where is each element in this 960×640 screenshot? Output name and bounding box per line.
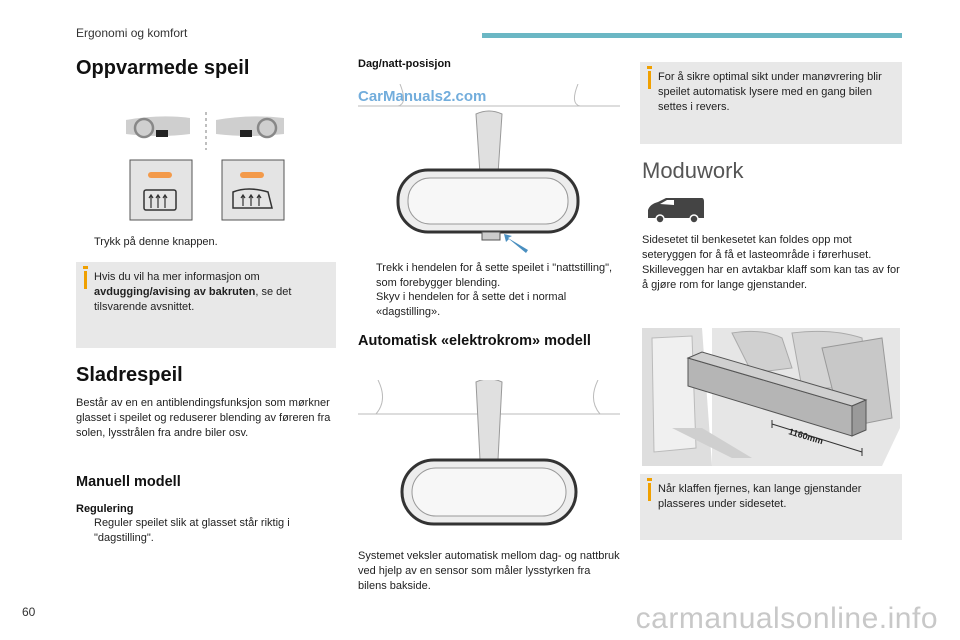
watermark-carmanualsonline: carmanualsonline.info <box>635 602 938 635</box>
windscreen-defrost-button <box>221 159 285 221</box>
header-accent-bar <box>482 33 902 38</box>
moduwork-title: Moduwork <box>642 158 744 183</box>
watermark-carmanuals: CarManuals2.com <box>358 88 487 105</box>
info-box-long-items: Når klaffen fjernes, kan lange gjenstand… <box>640 474 902 540</box>
page-number: 60 <box>22 605 36 619</box>
rearview-mirror-description: Består av en en antiblendingsfunksjon so… <box>76 397 331 439</box>
manual-model-title: Manuell modell <box>76 474 181 490</box>
adjust-instruction: Reguler speilet slik at glasset står rik… <box>94 517 290 544</box>
day-night-lever <box>481 231 501 241</box>
info-box-reverse: For å sikre optimal sikt under manøvreri… <box>640 62 902 144</box>
section-header: Ergonomi og komfort <box>76 26 188 40</box>
push-lever-instruction: Skyv i hendelen for å sette det i normal… <box>376 291 567 318</box>
adjust-label: Regulering <box>76 503 134 515</box>
day-night-label: Dag/natt-posisjon <box>358 58 451 70</box>
info-icon <box>647 478 652 501</box>
heated-mirror-illustration <box>126 112 285 221</box>
auto-model-title: Automatisk «elektrokrom» modell <box>358 333 591 349</box>
press-button-instruction: Trykk på denne knappen. <box>94 236 218 248</box>
heated-mirrors-title: Oppvarmede speil <box>76 57 250 79</box>
auto-mirror-illustration <box>358 380 620 526</box>
info-box-defrost: Hvis du vil ha mer informasjon om avdugg… <box>76 262 336 348</box>
rearview-mirror-title: Sladrespeil <box>76 364 183 386</box>
moduwork-description: Sidesetet til benkesetet kan foldes opp … <box>642 234 900 291</box>
van-icon <box>648 198 704 224</box>
steering-wheel-icon <box>256 117 278 139</box>
info-icon <box>83 266 88 289</box>
moduwork-illustration: 1160mm <box>642 328 900 466</box>
manual-mirror-illustration <box>358 84 620 253</box>
steering-wheel-icon <box>133 117 155 139</box>
arrow-icon <box>504 234 528 253</box>
pull-lever-instruction: Trekk i hendelen for å sette speilet i "… <box>376 262 613 289</box>
info-icon <box>647 66 652 89</box>
auto-model-description: Systemet veksler automatisk mellom dag- … <box>358 550 620 592</box>
